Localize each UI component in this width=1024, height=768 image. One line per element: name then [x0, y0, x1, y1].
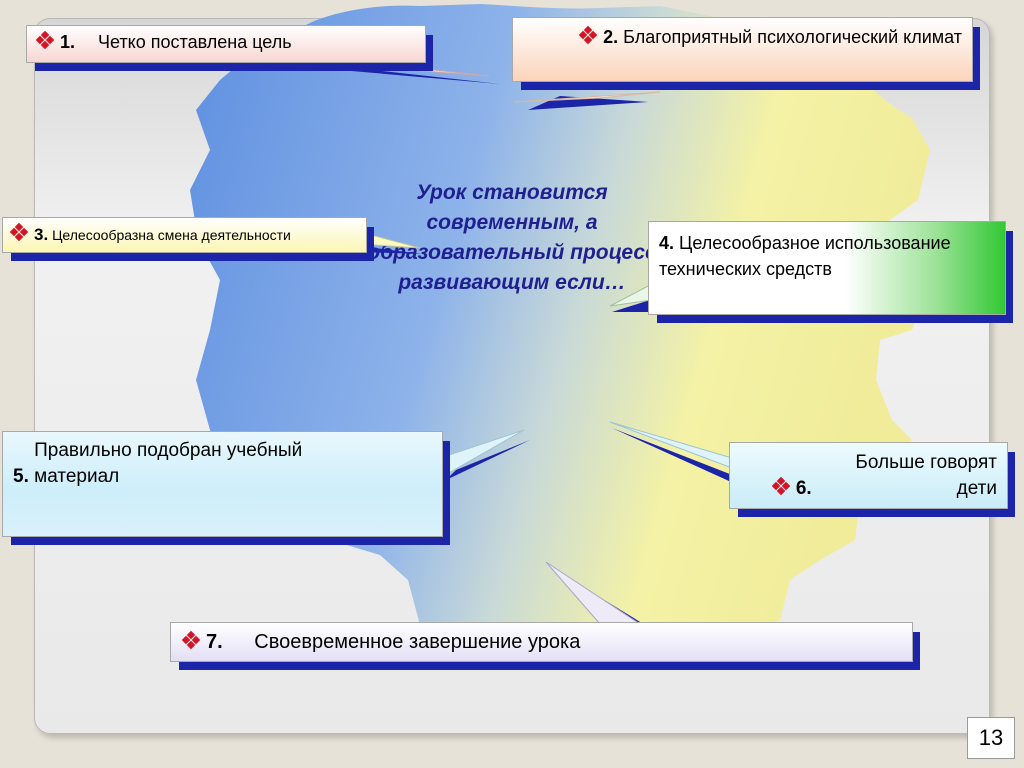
bullet-icon [35, 30, 55, 50]
callout-3: 3. Целесообразна смена деятельности [2, 217, 374, 261]
bullet-icon [9, 222, 29, 242]
bullet-icon [771, 476, 791, 496]
callout-3-text: Целесообразна смена деятельности [52, 227, 291, 243]
callout-5-text: Правильно подобран учебный материал [34, 440, 303, 487]
bullet-icon [578, 25, 598, 45]
callout-6: 6. Больше говорят дети [729, 442, 1015, 517]
callout-7: 7. Своевременное завершение урока [170, 622, 920, 670]
callout-2: 2. Благоприятный психологический климат [512, 17, 980, 90]
callout-1-text: Четко поставлена цель [98, 32, 292, 52]
callout-7-text: Своевременное завершение урока [254, 631, 581, 653]
bullet-icon [181, 630, 201, 650]
callout-5: 5. Правильно подобран учебный материал [2, 431, 450, 545]
callout-4-text: Целесообразное использование технических… [659, 233, 951, 279]
callout-2-text: Благоприятный психологический климат [623, 27, 962, 47]
callout-4: 4. Целесообразное использование техничес… [648, 221, 1013, 323]
callout-1: 1. Четко поставлена цель [26, 25, 433, 71]
slide-title: Урок становится современным, а образоват… [367, 181, 657, 294]
callout-6-text: Больше говорят дети [855, 452, 997, 499]
page-number: 13 [967, 717, 1015, 759]
